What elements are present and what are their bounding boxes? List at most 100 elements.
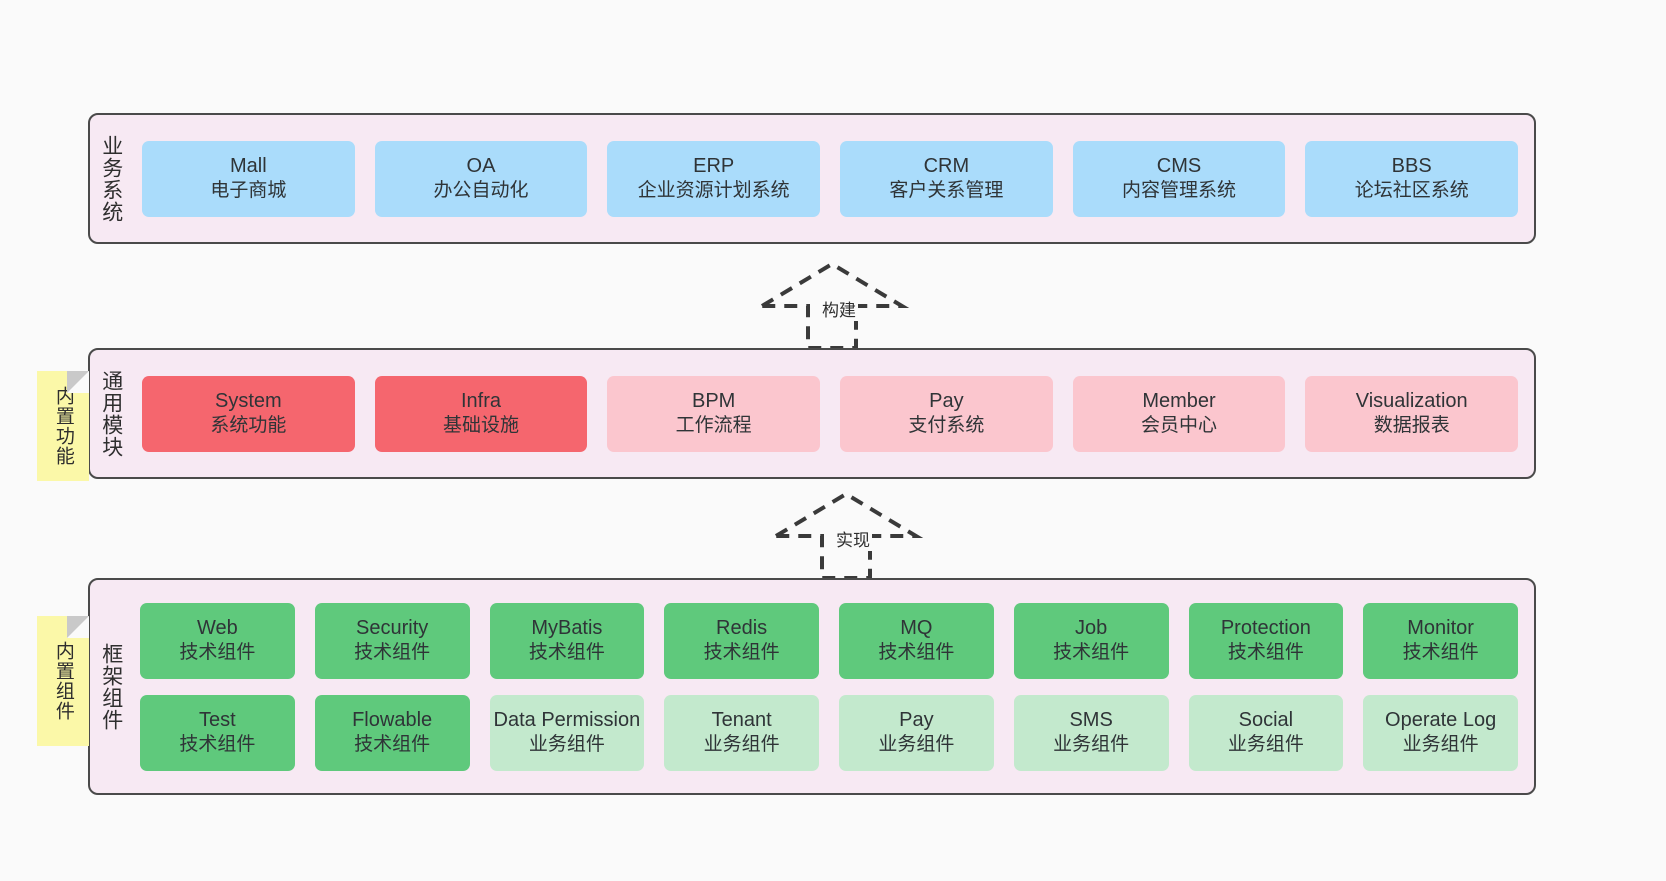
layer-framework-component: 框架组件 Web 技术组件 Security 技术组件 MyBatis 技术组件… — [88, 578, 1536, 795]
card-title: SMS — [1069, 708, 1113, 731]
card-subtitle: 基础设施 — [443, 415, 520, 437]
layer-body-common-module: System 系统功能 Infra 基础设施 BPM 工作流程 Pay 支付系统… — [132, 350, 1534, 477]
card-member[interactable]: Member 会员中心 — [1072, 375, 1286, 452]
card-subtitle: 论坛社区系统 — [1354, 180, 1469, 202]
card-title: Protection — [1220, 616, 1311, 639]
card-title: Job — [1075, 616, 1108, 639]
card-subtitle: 电子商城 — [210, 180, 287, 202]
card-title: Tenant — [711, 708, 772, 731]
card-subtitle: 业务组件 — [1402, 734, 1479, 756]
arrow-implement: 实现 — [766, 488, 926, 580]
card-subtitle: 客户关系管理 — [889, 180, 1004, 202]
card-mq[interactable]: MQ 技术组件 — [839, 602, 994, 679]
card-title: Security — [356, 616, 429, 639]
card-visualization[interactable]: Visualization 数据报表 — [1305, 375, 1519, 452]
card-title: Social — [1238, 708, 1294, 731]
card-pay[interactable]: Pay 支付系统 — [840, 375, 1053, 452]
card-test[interactable]: Test 技术组件 — [140, 694, 295, 771]
card-sms[interactable]: SMS 业务组件 — [1013, 694, 1169, 771]
card-title: BPM — [692, 389, 736, 412]
card-subtitle: 技术组件 — [354, 734, 431, 756]
card-system[interactable]: System 系统功能 — [142, 375, 355, 452]
card-bbs[interactable]: BBS 论坛社区系统 — [1305, 140, 1519, 217]
card-pay-business[interactable]: Pay 业务组件 — [839, 694, 994, 771]
card-social[interactable]: Social 业务组件 — [1188, 694, 1344, 771]
card-subtitle: 业务组件 — [878, 734, 955, 756]
card-title: BBS — [1391, 154, 1432, 177]
card-operate-log[interactable]: Operate Log 业务组件 — [1363, 694, 1518, 771]
card-row: System 系统功能 Infra 基础设施 BPM 工作流程 Pay 支付系统… — [142, 375, 1519, 452]
card-title: Operate Log — [1385, 708, 1497, 731]
card-title: Pay — [899, 708, 934, 731]
layer-label-framework-component: 框架组件 — [99, 642, 123, 731]
card-subtitle: 技术组件 — [354, 642, 431, 664]
arrow-implement-label: 实现 — [834, 526, 872, 551]
card-title: Pay — [929, 389, 964, 412]
card-protection[interactable]: Protection 技术组件 — [1188, 602, 1344, 679]
layer-business-system: 业务系统 Mall 电子商城 OA 办公自动化 ERP 企业资源计划系统 CRM… — [88, 113, 1536, 244]
card-title: Infra — [460, 389, 502, 412]
card-title: ERP — [693, 154, 735, 177]
layer-body-framework-component: Web 技术组件 Security 技术组件 MyBatis 技术组件 Redi… — [132, 580, 1534, 793]
card-row: Mall 电子商城 OA 办公自动化 ERP 企业资源计划系统 CRM 客户关系… — [142, 140, 1519, 217]
card-mybatis[interactable]: MyBatis 技术组件 — [489, 602, 645, 679]
card-row: Test 技术组件 Flowable 技术组件 Data Permission … — [140, 694, 1518, 771]
card-subtitle: 企业资源计划系统 — [637, 180, 790, 202]
card-title: Data Permission — [493, 708, 641, 731]
card-monitor[interactable]: Monitor 技术组件 — [1363, 602, 1518, 679]
card-subtitle: 业务组件 — [1053, 734, 1130, 756]
card-subtitle: 办公自动化 — [433, 180, 529, 202]
card-tenant[interactable]: Tenant 业务组件 — [664, 694, 819, 771]
card-subtitle: 技术组件 — [878, 642, 955, 664]
card-data-permission[interactable]: Data Permission 业务组件 — [489, 694, 645, 771]
card-web[interactable]: Web 技术组件 — [140, 602, 295, 679]
card-title: Flowable — [352, 708, 433, 731]
card-subtitle: 会员中心 — [1141, 415, 1218, 437]
card-subtitle: 业务组件 — [703, 734, 780, 756]
note-builtin-component: 内置组件 — [37, 616, 89, 746]
layer-common-module: 通用模块 System 系统功能 Infra 基础设施 BPM 工作流程 Pay… — [88, 348, 1536, 479]
card-title: Monitor — [1407, 616, 1474, 639]
card-flowable[interactable]: Flowable 技术组件 — [314, 694, 470, 771]
arrow-build: 构建 — [752, 258, 912, 350]
card-title: Member — [1142, 389, 1216, 412]
card-security[interactable]: Security 技术组件 — [314, 602, 470, 679]
card-subtitle: 业务组件 — [528, 734, 605, 756]
card-mall[interactable]: Mall 电子商城 — [142, 140, 355, 217]
card-subtitle: 支付系统 — [908, 415, 985, 437]
card-redis[interactable]: Redis 技术组件 — [664, 602, 819, 679]
card-title: Visualization — [1355, 389, 1468, 412]
card-title: Redis — [716, 616, 768, 639]
card-subtitle: 技术组件 — [1227, 642, 1304, 664]
card-subtitle: 数据报表 — [1373, 415, 1450, 437]
card-subtitle: 技术组件 — [179, 642, 256, 664]
arrow-implement-icon — [768, 491, 924, 580]
note-builtin-function: 内置功能 — [37, 371, 89, 481]
card-job[interactable]: Job 技术组件 — [1013, 602, 1169, 679]
card-erp[interactable]: ERP 企业资源计划系统 — [607, 140, 821, 217]
card-title: MQ — [900, 616, 933, 639]
layer-label-common-module: 通用模块 — [99, 369, 123, 458]
card-title: CRM — [923, 154, 970, 177]
card-subtitle: 系统功能 — [210, 415, 287, 437]
arrow-build-icon — [754, 261, 910, 350]
card-title: CMS — [1156, 154, 1202, 177]
card-bpm[interactable]: BPM 工作流程 — [607, 375, 821, 452]
card-crm[interactable]: CRM 客户关系管理 — [840, 140, 1053, 217]
layer-label-business-system: 业务系统 — [99, 134, 123, 223]
card-subtitle: 业务组件 — [1227, 734, 1304, 756]
card-subtitle: 技术组件 — [703, 642, 780, 664]
card-title: System — [214, 389, 282, 412]
card-subtitle: 技术组件 — [1053, 642, 1130, 664]
card-title: Mall — [230, 154, 267, 177]
card-cms[interactable]: CMS 内容管理系统 — [1072, 140, 1286, 217]
card-subtitle: 技术组件 — [1402, 642, 1479, 664]
card-subtitle: 工作流程 — [675, 415, 752, 437]
card-subtitle: 内容管理系统 — [1122, 180, 1237, 202]
card-oa[interactable]: OA 办公自动化 — [374, 140, 588, 217]
card-title: MyBatis — [531, 616, 603, 639]
card-infra[interactable]: Infra 基础设施 — [374, 375, 588, 452]
card-subtitle: 技术组件 — [179, 734, 256, 756]
card-title: Test — [199, 708, 236, 731]
